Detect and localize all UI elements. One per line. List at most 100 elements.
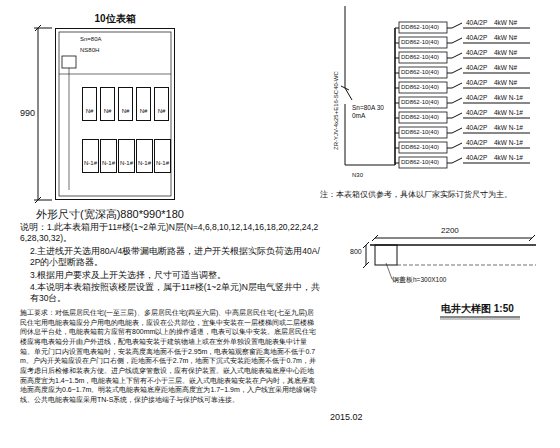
dimension-tick: [35, 197, 41, 203]
load-label: 4kW N-1#: [494, 124, 523, 132]
floor-line: [397, 265, 536, 266]
wire: [395, 163, 399, 164]
wire: [395, 133, 399, 134]
wire: [463, 118, 530, 119]
meter-model: DD862-10(40): [401, 114, 439, 122]
dimension-tick: [529, 235, 535, 241]
dimension-tick: [372, 235, 378, 241]
breaker-contact: [452, 83, 462, 88]
extension-line: [34, 28, 52, 29]
meter-model: DD862-10(40): [401, 24, 439, 32]
wire: [395, 103, 399, 104]
title-underline: [440, 317, 520, 318]
meter-model: DD862-10(40): [401, 54, 439, 62]
wire: [395, 73, 399, 74]
note: 说明：1.此本表箱用于11#楼(1~2单元)N层(N=4,6,8,10,12,1…: [20, 222, 320, 243]
breaker-contact: [452, 128, 462, 133]
meter-model: DD862-10(40): [401, 99, 439, 107]
box-size: 外形尺寸(宽深高)880*990*180: [36, 208, 184, 222]
meter-label: N-1#: [83, 160, 98, 166]
load-label: 4kW N#: [494, 79, 517, 87]
wire: [345, 165, 395, 166]
wire: [447, 88, 452, 89]
wire: [395, 88, 399, 89]
feeder-tag: N30: [352, 172, 363, 180]
breaker-rating: 40A/2P: [466, 139, 487, 147]
dimension-tick: [363, 262, 369, 268]
breaker-contact: [452, 98, 462, 103]
meter-label: N-1#: [119, 160, 134, 166]
leader-line: [386, 263, 392, 279]
extension-line: [34, 200, 52, 201]
dimension-line: [38, 28, 39, 200]
wire: [395, 43, 399, 44]
wire: [447, 103, 452, 104]
dimension-line: [375, 238, 532, 239]
breaker-contact: [452, 23, 462, 28]
load-label: 4kW N#: [494, 64, 517, 72]
breaker-contact: [452, 53, 462, 58]
meter-cell: N-1#: [118, 139, 135, 173]
meter-cell: N-1#: [82, 139, 99, 173]
meter-cell: N#: [118, 87, 133, 121]
remark: 注：本表箱仅供参考，具体以厂家实际订货尺寸为主。: [320, 190, 555, 200]
breaker-rating: 40A/2P: [466, 94, 487, 102]
load-label: 4kW N-1#: [494, 154, 523, 162]
inner-frame: [59, 32, 171, 196]
meter-symbol: [399, 37, 447, 48]
meter-model: DD862-10(40): [401, 69, 439, 77]
breaker-rating: 40A/2P: [466, 109, 487, 117]
meter-symbol: [399, 22, 447, 33]
meter-cell: N#: [100, 87, 115, 121]
meter-label: N#: [119, 108, 132, 114]
meter-symbol: [399, 112, 447, 123]
breaker-rating: 40A/2P: [466, 79, 487, 87]
meter-label: N#: [155, 108, 168, 114]
construction-notes: 施工要求：对低层居民住宅(一至三层)、多层居民住宅(四至六层)、中高层居民住宅(…: [20, 308, 320, 405]
wire: [447, 58, 452, 59]
wall-section: [375, 245, 397, 265]
meter-symbol: [399, 142, 447, 153]
wire: [447, 43, 452, 44]
wire: [463, 148, 530, 149]
busbar: [394, 28, 396, 165]
breaker-contact: [452, 68, 462, 73]
meter-cell: N#: [82, 87, 97, 121]
breaker-rating: 40A/2P: [466, 34, 487, 42]
meter-label: N#: [137, 108, 150, 114]
breaker-rating: 40A/2P: [466, 49, 487, 57]
breaker-rating: 40A/2P: [466, 64, 487, 72]
meter-label: N-1#: [155, 160, 170, 166]
wire: [447, 118, 452, 119]
wire: [395, 58, 399, 59]
breaker-rating: Sn=80A 300mA: [352, 104, 384, 120]
wire: [463, 103, 530, 104]
wire: [463, 28, 530, 29]
callout: 钢盖板h=300X100: [392, 276, 446, 284]
wire: [345, 104, 346, 165]
wire: [447, 163, 452, 164]
meter-box: 10位表箱N#N#N#N#N#N-1#N-1#N-1#N-1#N-1#: [55, 28, 175, 200]
breaker-rating: 40A/2P: [466, 124, 487, 132]
load-label: 4kW N-1#: [494, 139, 523, 147]
wire: [463, 133, 530, 134]
breaker-contact: [452, 143, 462, 148]
panel-divider: [59, 74, 171, 75]
wire: [395, 118, 399, 119]
wire: [463, 88, 530, 89]
branch-circuits: [395, 22, 530, 168]
title-underline: [440, 319, 520, 320]
wire: [395, 28, 399, 29]
breaker-rating: 40A/2P: [466, 154, 487, 162]
meter-cell: N#: [154, 87, 169, 121]
load-label: 4kW N#: [494, 19, 517, 27]
breaker-symbol: [62, 56, 76, 68]
detail-title: 电井大样图 1:50: [441, 303, 514, 316]
breaker-contact: [452, 158, 462, 163]
meter-cell: N-1#: [154, 139, 171, 173]
note: 3.根据用户要求及上开关选择，尺寸可适当调整。: [30, 270, 320, 281]
note: 2.主进线开关选用80A/4极带漏电断路器，进户开关根据实际负荷选用40A/2P…: [30, 246, 320, 267]
wire: [447, 73, 452, 74]
note: 4.本说明本表箱按照该楼层设置，属于11#楼(1~2单元)N层电气竖井中，共有3…: [30, 282, 320, 303]
